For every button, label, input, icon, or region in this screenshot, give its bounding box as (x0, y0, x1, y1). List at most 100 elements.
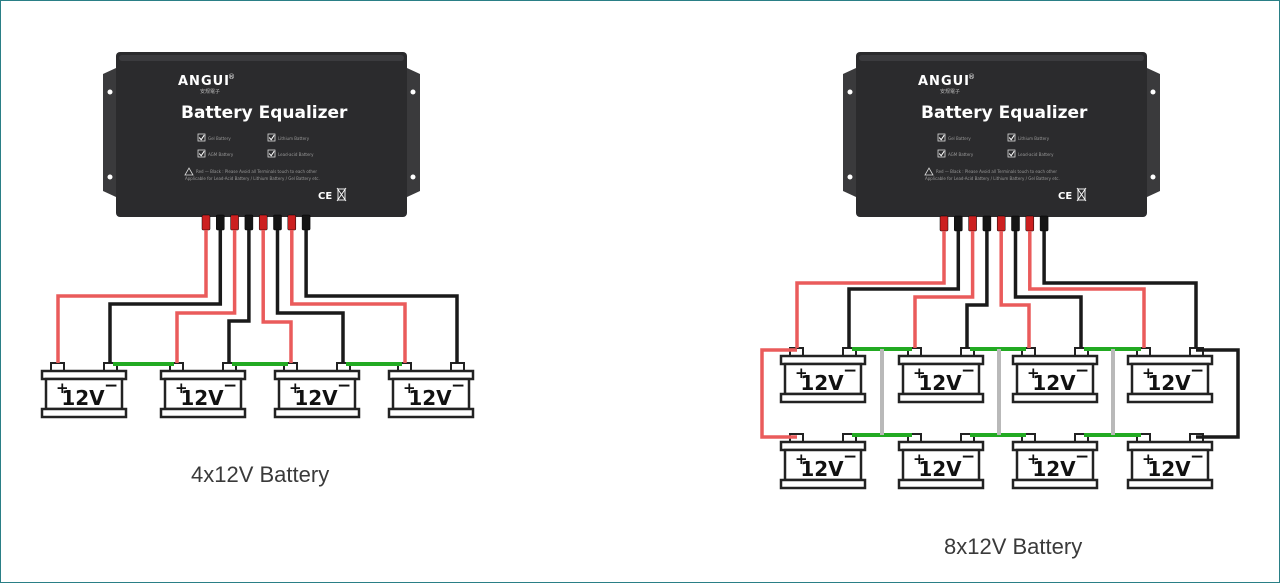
check-mark-icon (938, 150, 945, 157)
parallel-positive-wire (760, 348, 797, 439)
battery-plus-sign: + (289, 379, 302, 397)
battery-base (779, 392, 867, 404)
battery-minus-sign: − (1190, 447, 1204, 467)
mounting-ear-right (407, 68, 420, 197)
weee-cross-icon (1076, 187, 1087, 202)
battery-voltage-label: 12V (918, 371, 962, 395)
battery-base (1011, 392, 1099, 404)
left-positive-connector (201, 214, 211, 231)
left-negative-connector (244, 214, 254, 231)
warning-text: Applicable for Lead-Acid Battery / Lithi… (185, 176, 320, 181)
caption-8x12v: 8x12V Battery (944, 534, 1083, 559)
battery-type-label: AGM Battery (208, 152, 234, 157)
screw-hole-icon (1150, 89, 1156, 95)
mounting-ear-left (103, 68, 116, 197)
battery-voltage-label: 12V (180, 386, 224, 410)
parallel-negative-wire (1196, 348, 1240, 439)
battery-plus-sign: + (403, 379, 416, 397)
battery-minus-sign: − (961, 447, 975, 467)
registered-mark: ® (968, 73, 975, 81)
check-mark-icon (1008, 150, 1015, 157)
check-mark-icon (938, 134, 945, 141)
battery-voltage-label: 12V (918, 457, 962, 481)
battery-body (783, 362, 863, 396)
check-mark-icon (198, 134, 205, 141)
left-positive-connector (230, 214, 239, 231)
checkbox-icon (937, 149, 946, 158)
negative-wire (1042, 231, 1198, 348)
battery-type-label: Gel Battery (948, 136, 971, 141)
battery-type-label: Lead-acid Battery (1018, 152, 1054, 157)
right-positive-connector (968, 215, 977, 232)
battery-minus-sign: − (843, 361, 857, 381)
battery-minus-sign: − (843, 447, 857, 467)
right-negative-connector (954, 215, 963, 232)
checkbox-icon (267, 149, 276, 158)
checkbox-icon (1007, 133, 1016, 142)
negative-wire (1013, 231, 1083, 348)
checkbox-icon (1007, 149, 1016, 158)
screw-hole-icon (410, 174, 416, 180)
positive-wire (56, 230, 208, 363)
battery-voltage-label: 12V (1032, 371, 1076, 395)
ce-mark: CE (318, 191, 332, 202)
battery-minus-sign: − (1075, 361, 1089, 381)
brand-logo: ANGUI (178, 74, 230, 89)
battery-plus-sign: + (1027, 450, 1040, 468)
battery-minus-sign: − (451, 376, 465, 396)
battery-minus-sign: − (337, 376, 351, 396)
battery-plus-sign: + (795, 364, 808, 382)
negative-wire (965, 231, 989, 348)
positive-wire (175, 230, 237, 363)
battery-type-label: Lithium Battery (278, 136, 310, 141)
battery-minus-sign: − (104, 376, 118, 396)
checkbox-icon (267, 133, 276, 142)
warning-text: Red — Black : Please Avoid all Terminals… (196, 169, 317, 174)
mounting-ear-left (843, 68, 856, 197)
weee-cross-icon (336, 187, 347, 202)
screw-hole-icon (107, 89, 113, 95)
battery-base (897, 392, 985, 404)
right-top-battery: + −12V (779, 347, 867, 404)
battery-plus-sign: + (913, 364, 926, 382)
left-battery: + −12V (40, 362, 128, 419)
battery-plus-sign: + (56, 379, 69, 397)
brand-subtitle: 安规電子 (200, 88, 220, 95)
positive-wire (1028, 231, 1146, 348)
battery-plus-sign: + (1142, 450, 1155, 468)
left-negative-connector (301, 214, 311, 231)
positive-wire (290, 230, 407, 363)
right-positive-connector (996, 215, 1006, 232)
battery-base (159, 407, 247, 419)
battery-voltage-label: 12V (61, 386, 105, 410)
battery-minus-sign: − (1190, 361, 1204, 381)
battery-voltage-label: 12V (1147, 371, 1191, 395)
battery-type-label: AGM Battery (948, 152, 974, 157)
right-bottom-battery: +−12V (1126, 433, 1214, 490)
battery-voltage-label: 12V (800, 371, 844, 395)
battery-voltage-label: 12V (408, 386, 452, 410)
left-negative-connector (216, 214, 225, 231)
battery-plus-sign: + (175, 379, 188, 397)
ce-mark: CE (1058, 191, 1072, 202)
warning-icon (924, 167, 934, 176)
left-battery: + −12V (159, 362, 247, 419)
right-negative-connector (1039, 215, 1049, 232)
battery-base (1126, 478, 1214, 490)
battery-plus-sign: + (795, 450, 808, 468)
battery-type-label: Lead-acid Battery (278, 152, 314, 157)
left-positive-connector (258, 214, 268, 231)
battery-minus-sign: − (223, 376, 237, 396)
warning-text: Red — Black : Please Avoid all Terminals… (936, 169, 1057, 174)
check-mark-icon (268, 134, 275, 141)
negative-wire (847, 231, 961, 348)
battery-plus-sign: + (1142, 364, 1155, 382)
battery-minus-sign: − (961, 361, 975, 381)
left-battery: + −12V (387, 362, 475, 419)
positive-wire (999, 231, 1031, 348)
battery-base (40, 407, 128, 419)
battery-body (44, 377, 124, 411)
mounting-ear-right (1147, 68, 1160, 197)
warning-text: Applicable for Lead-Acid Battery / Lithi… (925, 176, 1060, 181)
